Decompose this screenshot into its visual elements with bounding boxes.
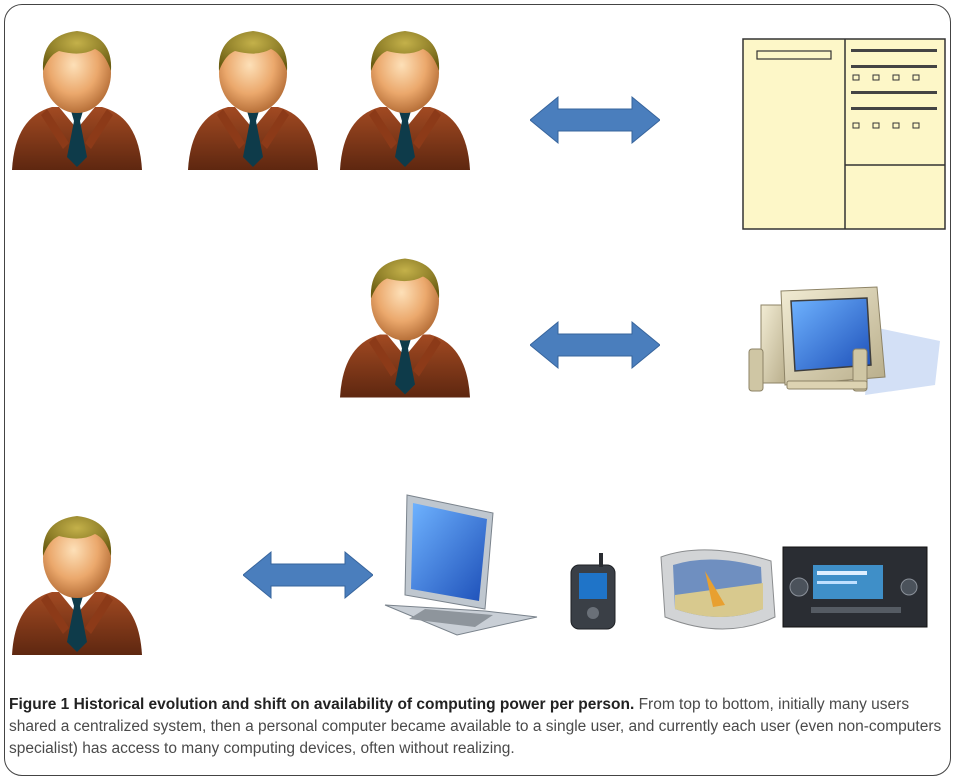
pda-icon: [570, 553, 616, 630]
figure-caption: Figure 1 Historical evolution and shift …: [9, 694, 950, 760]
double-arrow-icon: [530, 321, 660, 369]
figure-panel: Figure 1 Historical evolution and shift …: [4, 4, 951, 776]
gps-navigator-icon: [660, 549, 776, 630]
person-icon: [12, 31, 142, 170]
caption-body: From top to bottom, initially many users…: [9, 696, 942, 757]
car-stereo-icon: [782, 546, 928, 628]
figure-illustration: [12, 31, 946, 655]
person-icon: [340, 258, 470, 398]
person-icon: [340, 31, 470, 170]
caption-title: Figure 1 Historical evolution and shift …: [9, 696, 634, 713]
ubiquitous-devices-row: [12, 494, 928, 655]
laptop-icon: [384, 494, 538, 636]
mainframe-icon: [742, 38, 946, 230]
double-arrow-icon: [243, 551, 373, 599]
shared-users-row: [12, 31, 946, 230]
double-arrow-icon: [530, 96, 660, 144]
figure-title: Historical evolution and shift on availa…: [73, 696, 635, 713]
person-icon: [12, 516, 142, 655]
person-icon: [188, 31, 318, 170]
desktop-computer-icon: [748, 286, 940, 395]
personal-computer-row: [340, 258, 940, 398]
figure-label: Figure 1: [9, 696, 70, 713]
